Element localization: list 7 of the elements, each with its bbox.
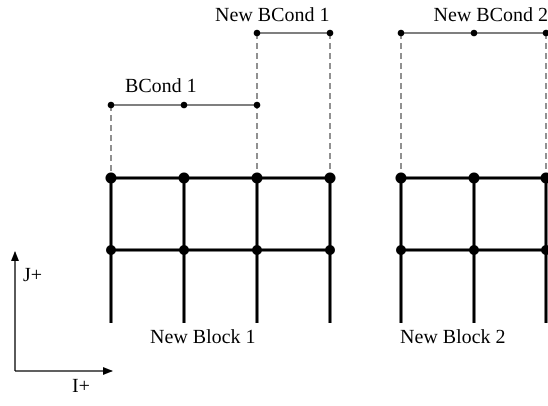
boundary-label: New BCond 2 — [434, 3, 548, 28]
axis-label: I+ — [72, 374, 90, 399]
axis-label: J+ — [23, 263, 42, 288]
block-label: New Block 2 — [400, 325, 506, 350]
boundary-label: New BCond 1 — [215, 3, 330, 28]
boundary-label: BCond 1 — [125, 74, 197, 99]
block-label: New Block 1 — [150, 325, 256, 350]
